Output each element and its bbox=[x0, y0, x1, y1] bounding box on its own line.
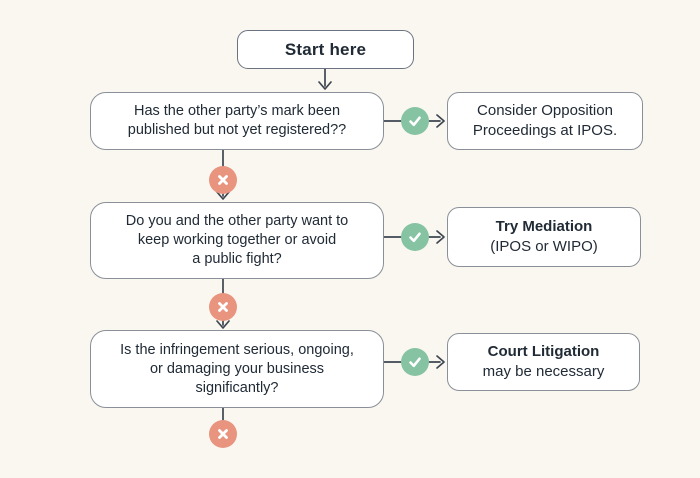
outcome-line: Court Litigation bbox=[487, 343, 600, 360]
question-node-1: Has the other party’s mark been publishe… bbox=[90, 92, 384, 150]
question-line: Is the infringement serious, ongoing, bbox=[120, 341, 354, 358]
outcome-line: Proceedings at IPOS. bbox=[472, 122, 618, 139]
outcome-line: Consider Opposition bbox=[477, 102, 613, 119]
question-line: or damaging your business bbox=[149, 360, 325, 377]
question-line: a public fight? bbox=[192, 251, 282, 267]
question-node-2: Do you and the other party want to keep … bbox=[90, 202, 384, 279]
outcome-node-2: Try Mediation (IPOS or WIPO) bbox=[447, 207, 641, 267]
question-line: Do you and the other party want to bbox=[125, 213, 349, 229]
outcome-line: (IPOS or WIPO) bbox=[490, 238, 598, 255]
yes-badge-1 bbox=[401, 107, 429, 135]
outcome-node-3: Court Litigation may be necessary bbox=[447, 333, 640, 391]
start-node: Start here bbox=[237, 30, 414, 69]
check-icon bbox=[409, 357, 421, 368]
yes-badge-2 bbox=[401, 223, 429, 251]
start-label: Start here bbox=[284, 39, 367, 59]
question-line: published but not yet registered?? bbox=[127, 122, 347, 138]
x-icon bbox=[218, 175, 228, 185]
connector-start-to-q1 bbox=[318, 68, 332, 90]
x-icon bbox=[218, 302, 228, 312]
no-badge-3 bbox=[209, 420, 237, 448]
outcome-node-1: Consider Opposition Proceedings at IPOS. bbox=[447, 92, 643, 150]
question-node-3: Is the infringement serious, ongoing, or… bbox=[90, 330, 384, 408]
outcome-line: Try Mediation bbox=[495, 218, 593, 235]
no-badge-2 bbox=[209, 293, 237, 321]
question-line: Has the other party’s mark been bbox=[133, 103, 341, 119]
check-icon bbox=[409, 232, 421, 243]
question-line: significantly? bbox=[195, 379, 279, 396]
check-icon bbox=[409, 116, 421, 127]
no-badge-1 bbox=[209, 166, 237, 194]
x-icon bbox=[218, 429, 228, 439]
outcome-line: may be necessary bbox=[482, 363, 605, 380]
yes-badge-3 bbox=[401, 348, 429, 376]
question-line: keep working together or avoid bbox=[137, 232, 337, 248]
